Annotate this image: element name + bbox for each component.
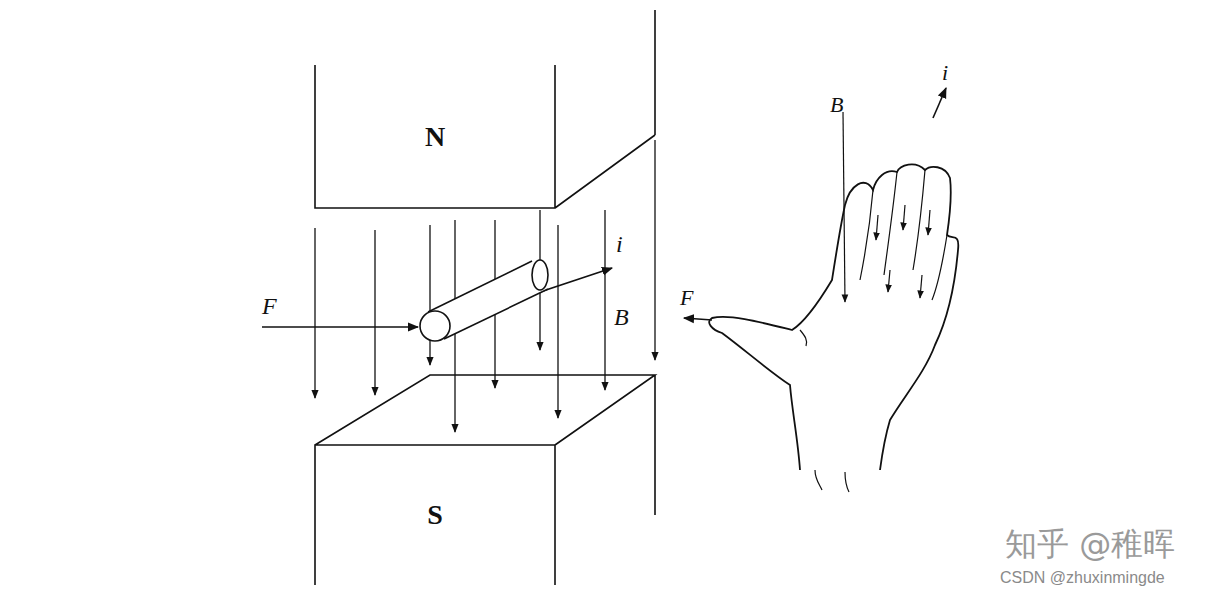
south-magnet bbox=[315, 375, 655, 585]
current-label: i bbox=[616, 232, 623, 256]
field-label: B bbox=[830, 94, 843, 116]
magnet-pole: N bbox=[316, 66, 554, 207]
pole-letter: N bbox=[425, 121, 445, 153]
pole-letter: S bbox=[427, 499, 443, 531]
hand-force-arrow bbox=[684, 318, 712, 320]
north-magnet bbox=[315, 10, 655, 208]
watermark: CSDN @zhuxinmingde bbox=[1000, 570, 1165, 586]
hand-current-arrow bbox=[933, 88, 946, 118]
force-arrow bbox=[262, 326, 418, 328]
magnet-pole: S bbox=[316, 446, 554, 584]
left-hand bbox=[709, 164, 958, 470]
field-lines bbox=[315, 140, 655, 432]
field-label: B bbox=[614, 305, 629, 329]
force-label: F bbox=[680, 287, 693, 309]
palm-field-arrows bbox=[843, 112, 930, 302]
finger-lines bbox=[800, 170, 947, 492]
force-label: F bbox=[262, 294, 277, 318]
watermark: 知乎 @稚晖 bbox=[1005, 528, 1175, 560]
current-label: i bbox=[942, 62, 948, 84]
conductor bbox=[420, 260, 548, 341]
